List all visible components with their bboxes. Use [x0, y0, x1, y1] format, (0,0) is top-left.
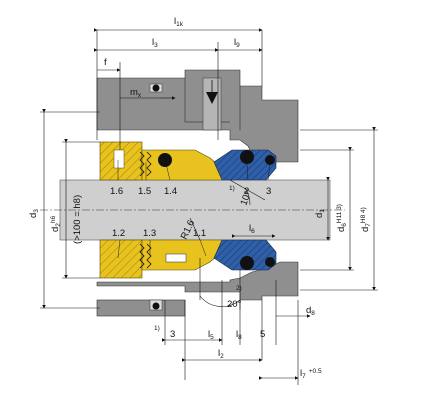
- rotating-unit-bottom: [99, 239, 223, 279]
- label-l5: l5: [208, 329, 214, 341]
- label-l2: l2: [218, 348, 224, 360]
- dim-lines: [40, 28, 378, 385]
- part-3: 3: [266, 186, 271, 197]
- seat-top: [213, 149, 277, 181]
- label-gt100: (>100 = h8): [72, 195, 83, 244]
- label-angle-10: 10°: [238, 190, 253, 207]
- part-1-6: 1.6: [110, 186, 123, 197]
- seat-bottom: [213, 239, 277, 271]
- oring-1-4: [158, 153, 172, 167]
- housing-bottom: [96, 261, 299, 317]
- part-1-3: 1.3: [143, 228, 156, 239]
- part-2: 2: [244, 186, 249, 197]
- label-l9: l9: [234, 37, 240, 49]
- label-d6: d6H11 3): [336, 204, 348, 232]
- oring-2-bottom: [240, 256, 254, 270]
- label-l8: l8: [236, 329, 242, 341]
- oring-3-top: [265, 155, 275, 165]
- label-5: 5: [260, 329, 265, 340]
- label-l7: l7+0.5: [300, 368, 322, 380]
- part-labels: 1.6 1.5 1.4 2 3 1.2 1.3 1.1: [110, 186, 271, 239]
- housing-oring-top: [152, 84, 160, 92]
- rotating-unit-top: [99, 141, 223, 181]
- housing-oring-bottom: [152, 302, 160, 310]
- label-angle-20: 20°: [227, 299, 242, 310]
- label-d7: d7H8 4): [360, 207, 372, 232]
- part-1-1: 1.1: [193, 228, 206, 239]
- note-1-bottom: 1): [154, 325, 160, 332]
- label-3: 3: [170, 329, 175, 340]
- note-2: 2): [236, 285, 242, 292]
- label-d3: d3: [28, 209, 40, 218]
- label-d2: d2h6: [50, 215, 62, 232]
- oring-3-bottom: [265, 257, 275, 267]
- label-mx: mx: [130, 87, 142, 99]
- part-1-2: 1.2: [112, 228, 125, 239]
- part-1-4: 1.4: [164, 186, 177, 197]
- note-1-top: 1): [229, 185, 235, 192]
- label-d1: d1: [314, 209, 326, 218]
- label-f: f: [104, 57, 107, 68]
- label-d8: d8: [306, 305, 315, 317]
- flow-arrow-icon: [206, 92, 218, 104]
- oring-2-top: [240, 150, 254, 164]
- part-1-5: 1.5: [138, 186, 151, 197]
- label-l1k: l1k: [174, 16, 184, 28]
- housing-top: [96, 69, 299, 163]
- label-l6: l6: [249, 223, 255, 235]
- label-l3: l3: [152, 37, 158, 49]
